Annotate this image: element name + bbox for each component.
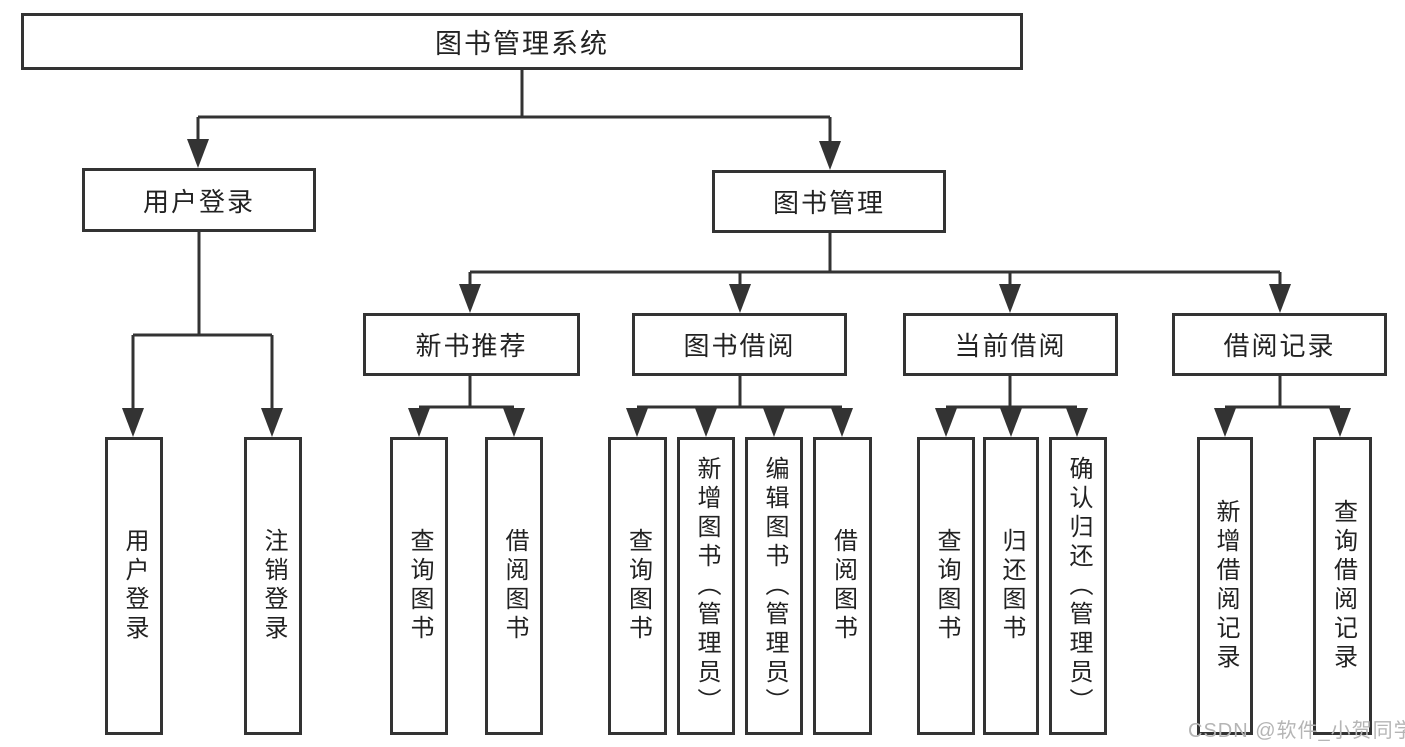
node-book-management: 图书管理 xyxy=(712,170,946,233)
connector-currentborrow-children xyxy=(946,376,1077,409)
arrowheads-bookborrow-children xyxy=(626,408,853,437)
node-query-books-borrow-label: 查询图书 xyxy=(624,528,652,644)
arrowheads-level2 xyxy=(187,139,841,170)
node-user-login-group: 用户登录 xyxy=(82,168,316,232)
node-borrow-books-borrow-label: 借阅图书 xyxy=(829,528,857,644)
node-user-login-group-label: 用户登录 xyxy=(142,186,255,217)
node-confirm-return-admin: 确认归还（管理员） xyxy=(1049,437,1107,735)
node-query-borrow-record: 查询借阅记录 xyxy=(1313,437,1372,735)
node-new-book-recommend-label: 新书推荐 xyxy=(415,331,528,361)
arrowheads-newbookrec-children xyxy=(408,408,525,437)
node-add-borrow-record: 新增借阅记录 xyxy=(1197,437,1253,735)
csdn-watermark: CSDN @软件_小贺同学 xyxy=(1188,720,1405,742)
node-borrow-books-borrow: 借阅图书 xyxy=(813,437,872,735)
node-borrowing-records: 借阅记录 xyxy=(1172,313,1387,376)
node-book-management-label: 图书管理 xyxy=(772,188,885,218)
node-query-books-rec-label: 查询图书 xyxy=(406,528,433,644)
node-user-login: 用户登录 xyxy=(105,437,163,735)
node-query-borrow-record-label: 查询借阅记录 xyxy=(1329,499,1357,673)
node-add-borrow-record-label: 新增借阅记录 xyxy=(1212,499,1239,673)
arrowheads-level3 xyxy=(459,284,1291,313)
node-logout-label: 注销登录 xyxy=(260,528,287,644)
node-borrow-books-rec-label: 借阅图书 xyxy=(501,528,528,644)
node-confirm-return-admin-label: 确认归还（管理员） xyxy=(1065,455,1092,717)
arrowheads-userlogin-children xyxy=(122,408,283,437)
node-return-book-label: 归还图书 xyxy=(998,528,1025,644)
node-edit-book-admin-label: 编辑图书（管理员） xyxy=(761,455,788,717)
node-query-books-current-label: 查询图书 xyxy=(933,528,960,644)
node-borrowing-records-label: 借阅记录 xyxy=(1223,331,1336,361)
node-current-borrowing: 当前借阅 xyxy=(903,313,1118,376)
node-query-books-current: 查询图书 xyxy=(917,437,975,735)
connector-bookborrow-children xyxy=(637,376,842,409)
node-root-system: 图书管理系统 xyxy=(21,13,1023,70)
node-new-book-recommend: 新书推荐 xyxy=(363,313,580,376)
connector-root-to-level2 xyxy=(196,70,832,144)
node-borrow-books-rec: 借阅图书 xyxy=(485,437,543,735)
node-root-system-label: 图书管理系统 xyxy=(435,29,609,59)
node-return-book: 归还图书 xyxy=(983,437,1039,735)
node-book-borrowing-label: 图书借阅 xyxy=(683,331,796,361)
node-logout: 注销登录 xyxy=(244,437,302,735)
node-book-borrowing: 图书借阅 xyxy=(632,313,847,376)
node-add-book-admin-label: 新增图书（管理员） xyxy=(693,455,720,717)
connector-bookmgmt-level3 xyxy=(468,233,1282,287)
connector-newbookrec-children xyxy=(419,376,514,409)
arrowheads-currentborrow-children xyxy=(935,408,1088,437)
connector-borrowrecords-children xyxy=(1225,376,1340,409)
node-add-book-admin: 新增图书（管理员） xyxy=(677,437,735,735)
node-query-books-rec: 查询图书 xyxy=(390,437,448,735)
node-user-login-label: 用户登录 xyxy=(121,528,148,644)
node-query-books-borrow: 查询图书 xyxy=(608,437,667,735)
connector-userlogin-children xyxy=(131,232,274,411)
node-edit-book-admin: 编辑图书（管理员） xyxy=(745,437,803,735)
node-current-borrowing-label: 当前借阅 xyxy=(954,331,1067,361)
arrowheads-borrowrecords-children xyxy=(1214,408,1351,437)
